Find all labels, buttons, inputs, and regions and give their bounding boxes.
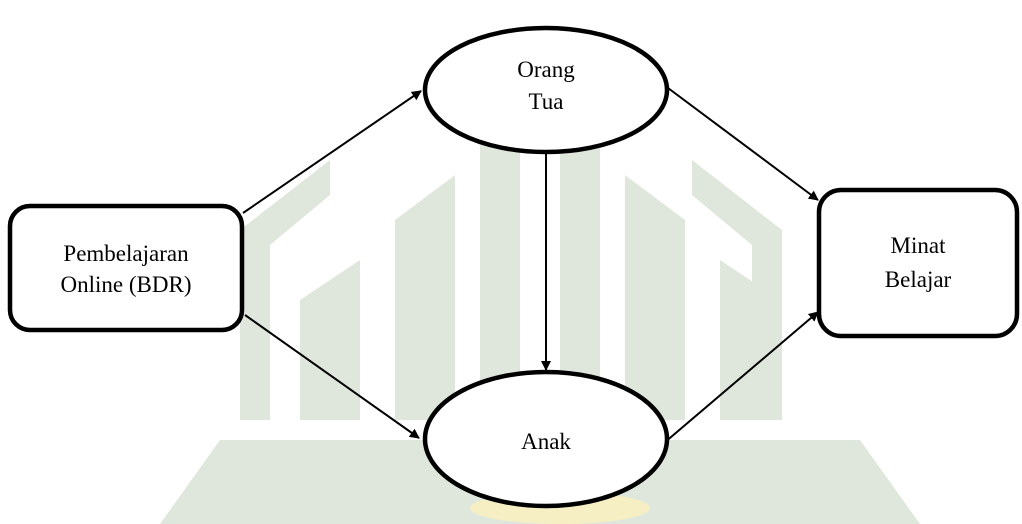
node-pembelajaran-line-1: Pembelajaran <box>63 241 189 266</box>
node-minat-line-1: Minat <box>891 233 947 258</box>
edge-pembelajaran-to-anak <box>244 314 420 439</box>
edge-orang-tua-to-minat <box>663 84 819 201</box>
edge-anak-to-minat <box>663 311 819 444</box>
node-orang-tua: Orang Tua <box>422 25 670 155</box>
node-orang-tua-line-2: Tua <box>529 89 564 114</box>
node-pembelajaran-online: Pembelajaran Online (BDR) <box>7 203 245 333</box>
node-orang-tua-line-1: Orang <box>517 57 575 82</box>
node-anak: Anak <box>422 369 670 509</box>
node-minat-line-2: Belajar <box>885 267 952 292</box>
node-anak-label: Anak <box>521 429 571 454</box>
edge-pembelajaran-to-orang-tua <box>242 90 422 214</box>
node-pembelajaran-line-2: Online (BDR) <box>61 272 192 297</box>
node-minat-belajar: Minat Belajar <box>816 187 1020 339</box>
